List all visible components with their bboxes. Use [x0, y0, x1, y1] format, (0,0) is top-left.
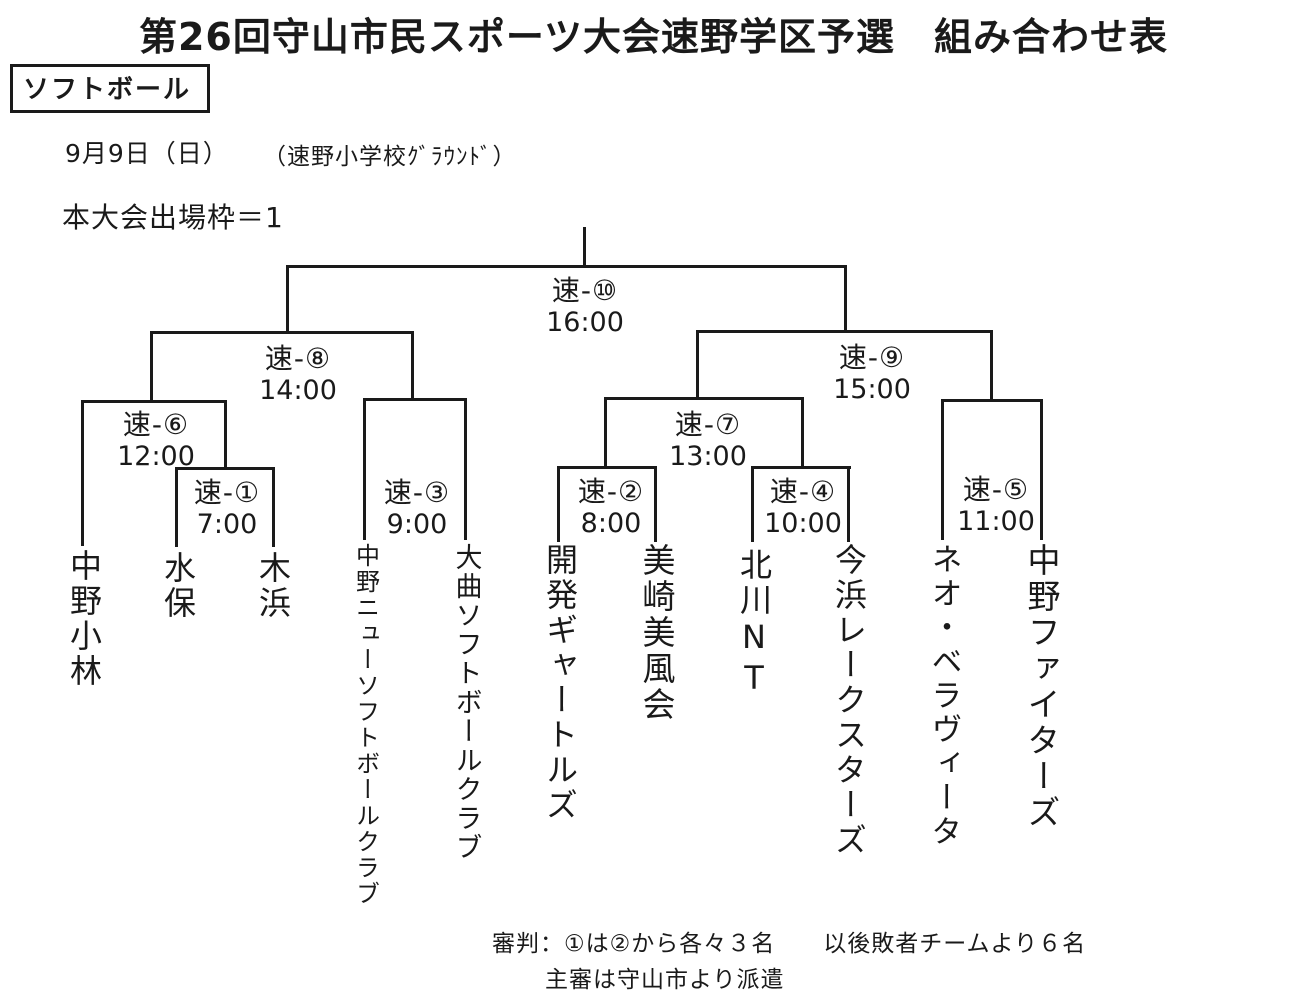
bracket-line-m6-top [81, 400, 227, 403]
bracket-line-m9-top [696, 330, 993, 333]
team-name: 大曲ソフトボールクラブ [450, 543, 482, 862]
bracket-line-m4-right [847, 466, 850, 542]
umpire-note: 主審は守山市より派遣 [545, 967, 785, 993]
match-time: 10:00 [764, 508, 842, 539]
bracket-line-m1-top [175, 467, 275, 470]
match-haya-8: 速-⑧ 14:00 [259, 343, 337, 407]
bracket-line-m1-left [175, 467, 178, 547]
match-time: 13:00 [669, 441, 747, 472]
team-name: 北川NT [735, 548, 773, 700]
sport-label: ソフトボール [10, 64, 211, 113]
match-time: 7:00 [196, 509, 258, 540]
bracket-line-m5-top [941, 399, 1043, 402]
match-label: 速-⑤ [962, 473, 1030, 506]
match-haya-6: 速-⑥ 12:00 [117, 409, 195, 473]
bracket-line-m8-top [150, 331, 414, 334]
team-name: ネオ・ベラヴィータ [925, 543, 962, 849]
event-venue: （速野小学校ｸﾞﾗｳﾝﾄﾞ） [263, 144, 517, 170]
match-haya-7: 速-⑦ 13:00 [669, 409, 747, 473]
match-label: 速-⑦ [674, 408, 742, 441]
match-haya-4: 速-④ 10:00 [764, 476, 842, 540]
match-label: 速-⑧ [264, 342, 332, 375]
page-title: 第26回守山市民スポーツ大会速野学区予選 組み合わせ表 [138, 15, 1169, 59]
team-name: 開発ギャートルズ [541, 543, 579, 823]
bracket-line-m7-top [604, 397, 804, 400]
bracket-line-m5-left [941, 399, 944, 540]
match-label: 速-④ [769, 475, 837, 508]
referee-note: 審判：①は②から各々３名 以後敗者チームより６名 [492, 931, 1087, 957]
match-time: 8:00 [580, 508, 642, 539]
team-name: 中野ファイターズ [1022, 543, 1061, 831]
team-name: 中野ニューソフトボールクラブ [351, 543, 380, 907]
match-haya-9: 速-⑨ 15:00 [833, 342, 911, 406]
bracket-line-winner-stub [583, 227, 586, 268]
match-label: 速-② [577, 475, 645, 508]
team-name: 木浜 [254, 551, 292, 621]
match-haya-1: 速-① 7:00 [194, 477, 260, 541]
bracket-line-m3-right [464, 398, 467, 540]
team-name: 今浜レークスターズ [830, 543, 868, 858]
bracket-line-m2-right [654, 466, 657, 542]
match-label: 速-⑩ [551, 274, 619, 307]
match-label: 速-⑥ [122, 408, 190, 441]
match-label: 速-① [193, 476, 261, 509]
bracket-line-m9-left [696, 330, 699, 400]
match-label: 速-⑨ [838, 341, 906, 374]
bracket-line-m6-right [224, 400, 227, 470]
team-name: 美崎美風会 [637, 543, 676, 723]
bracket-line-m8-left [150, 331, 153, 403]
team-name: 中野小林 [65, 549, 103, 689]
bracket-line-m7-left [604, 397, 607, 469]
bracket-line-m4-left [751, 466, 754, 542]
match-time: 9:00 [386, 509, 448, 540]
bracket-line-m1-right [272, 467, 275, 547]
bracket-line-m3-top [363, 398, 467, 401]
match-haya-10: 速-⑩ 16:00 [546, 275, 624, 339]
bracket-line-m3-left [363, 398, 366, 540]
match-time: 15:00 [833, 374, 911, 405]
match-label: 速-③ [383, 476, 451, 509]
bracket-line-m4-top [751, 466, 851, 469]
bracket-line-m5-right [1040, 399, 1043, 540]
event-date: 9月9日（日） [65, 139, 229, 168]
entry-slots-note: 本大会出場枠＝1 [62, 201, 284, 234]
team-name: 水保 [159, 551, 197, 621]
bracket-line-final-top [286, 265, 847, 268]
bracket-line-final-right [844, 265, 847, 333]
bracket-line-m7-right [801, 397, 804, 469]
match-time: 16:00 [546, 307, 624, 338]
match-haya-2: 速-② 8:00 [578, 476, 644, 540]
bracket-line-m2-left [557, 466, 560, 542]
match-haya-5: 速-⑤ 11:00 [957, 474, 1035, 538]
match-time: 14:00 [259, 375, 337, 406]
match-time: 11:00 [957, 506, 1035, 537]
bracket-line-m8-right [411, 331, 414, 401]
bracket-line-m2-top [557, 466, 657, 469]
bracket-line-m6-left [81, 400, 84, 546]
match-haya-3: 速-③ 9:00 [384, 477, 450, 541]
bracket-line-final-left [286, 265, 289, 334]
match-time: 12:00 [117, 441, 195, 472]
bracket-line-m9-right [990, 330, 993, 402]
